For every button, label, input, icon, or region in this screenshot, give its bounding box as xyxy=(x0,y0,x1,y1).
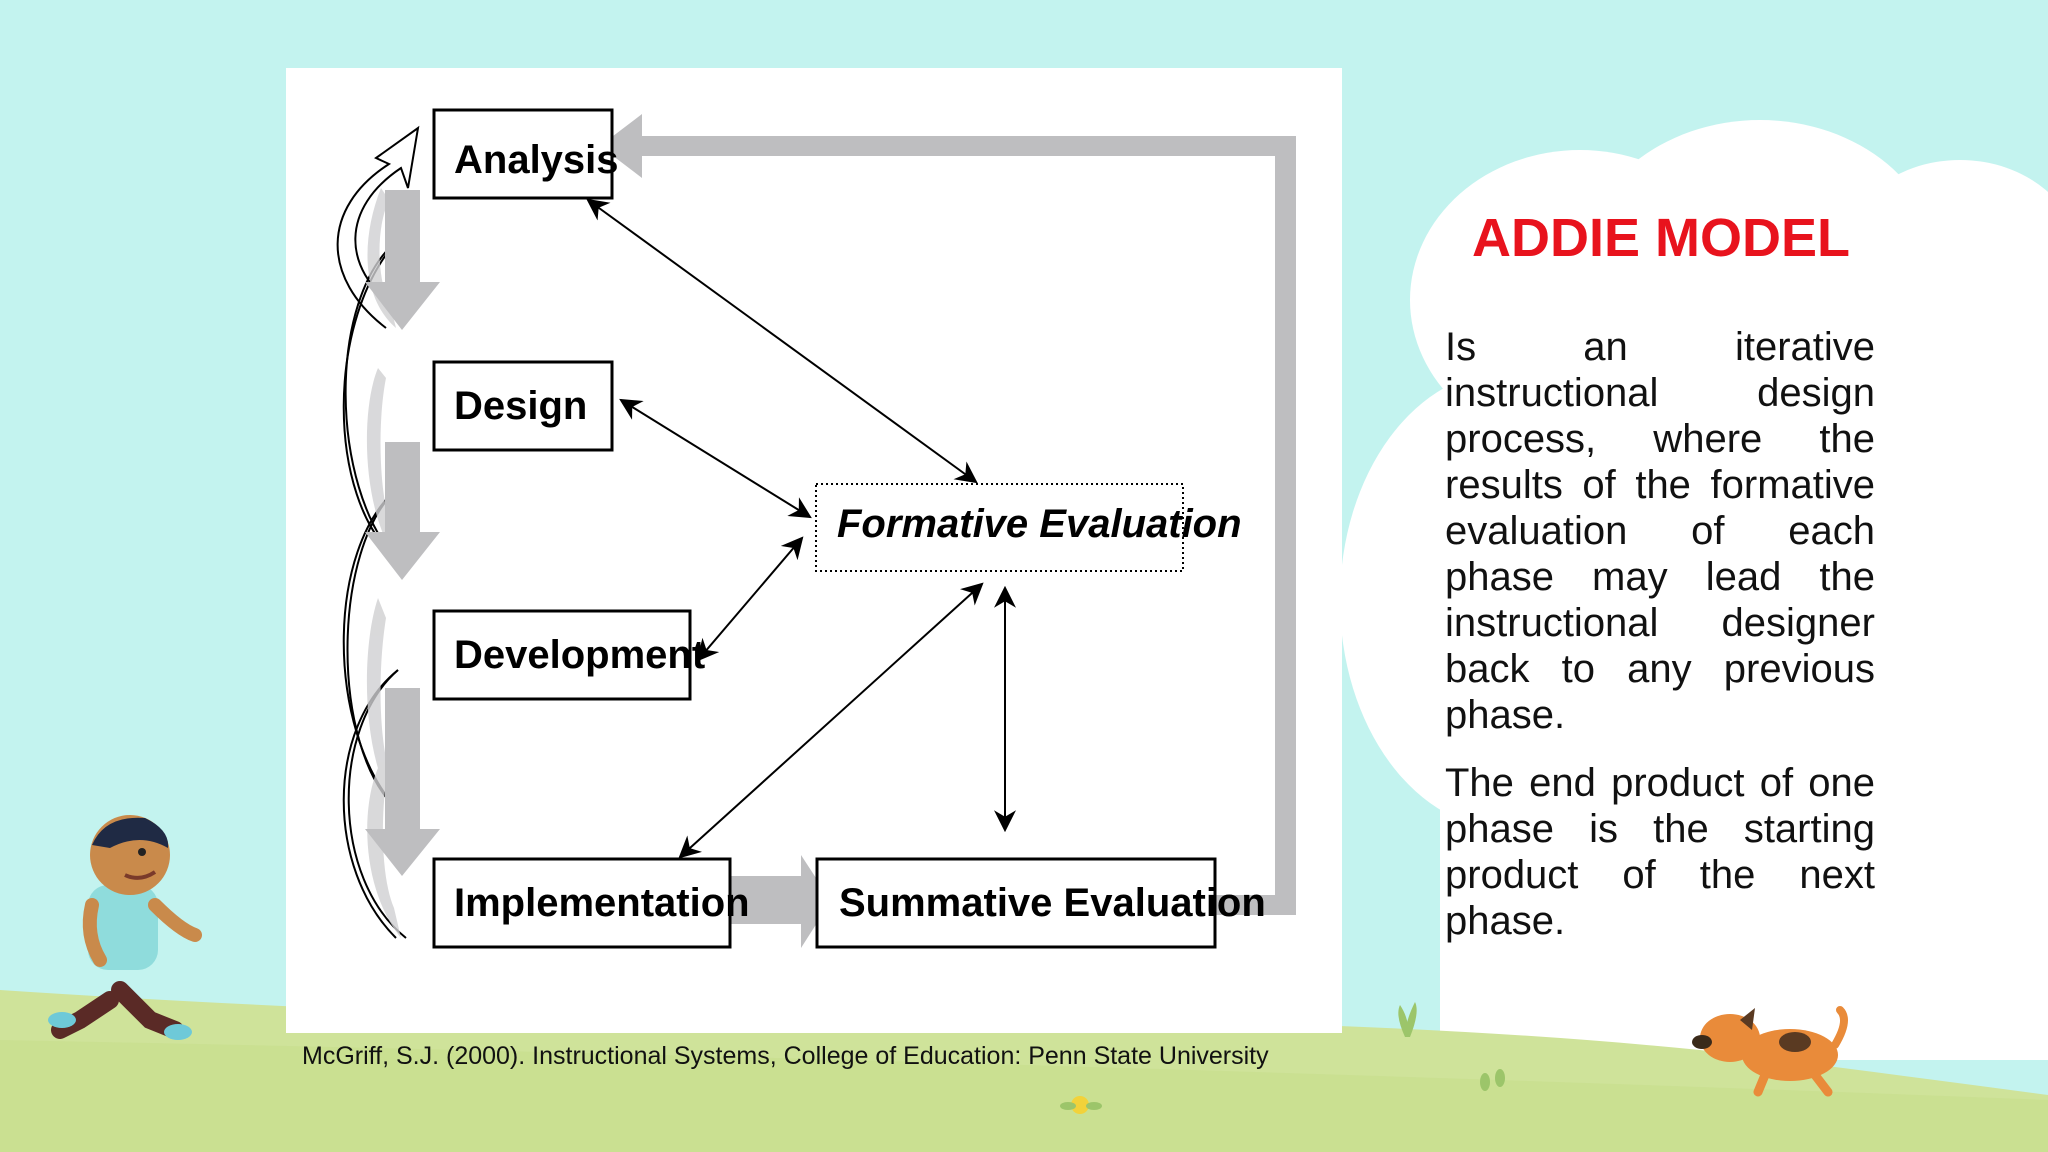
node-formative-evaluation: Formative Evaluation xyxy=(815,483,1242,572)
svg-text:Design: Design xyxy=(454,384,587,428)
phase-flow-arrows xyxy=(365,114,1296,948)
description-paragraph-1: Is an iterative instructional design pro… xyxy=(1445,325,1875,737)
description-paragraph-2: The end product of one phase is the star… xyxy=(1445,761,1875,943)
arrow-implementation-formative xyxy=(678,582,984,859)
node-implementation: Implementation xyxy=(432,857,750,949)
slide-title: ADDIE MODEL xyxy=(1472,208,1850,268)
arrow-development-formative xyxy=(696,536,804,662)
svg-text:Development: Development xyxy=(454,633,705,677)
addie-diagram-panel: Analysis Design Development Implementati… xyxy=(286,68,1342,1033)
boy-illustration xyxy=(48,815,202,1040)
addie-diagram: Analysis Design Development Implementati… xyxy=(336,108,1296,949)
svg-text:Formative Evaluation: Formative Evaluation xyxy=(837,502,1242,546)
node-summative-evaluation: Summative Evaluation xyxy=(815,857,1266,949)
svg-text:Implementation: Implementation xyxy=(454,881,750,925)
arrow-analysis-formative xyxy=(586,198,978,484)
flower-decoration xyxy=(1060,1096,1102,1114)
node-analysis: Analysis xyxy=(432,108,619,200)
ground-strip xyxy=(0,1040,2048,1152)
node-design: Design xyxy=(432,360,614,452)
citation-text: McGriff, S.J. (2000). Instructional Syst… xyxy=(302,1042,1269,1070)
svg-text:Summative Evaluation: Summative Evaluation xyxy=(839,881,1266,925)
dog-illustration xyxy=(1692,1006,1848,1097)
formative-connector-arrows xyxy=(586,198,1016,859)
arrow-design-formative xyxy=(619,398,812,519)
node-development: Development xyxy=(432,609,705,701)
svg-text:Analysis: Analysis xyxy=(454,138,619,182)
cloud-shape xyxy=(1340,120,2048,1060)
grass-sprout-decoration xyxy=(1398,1002,1505,1091)
